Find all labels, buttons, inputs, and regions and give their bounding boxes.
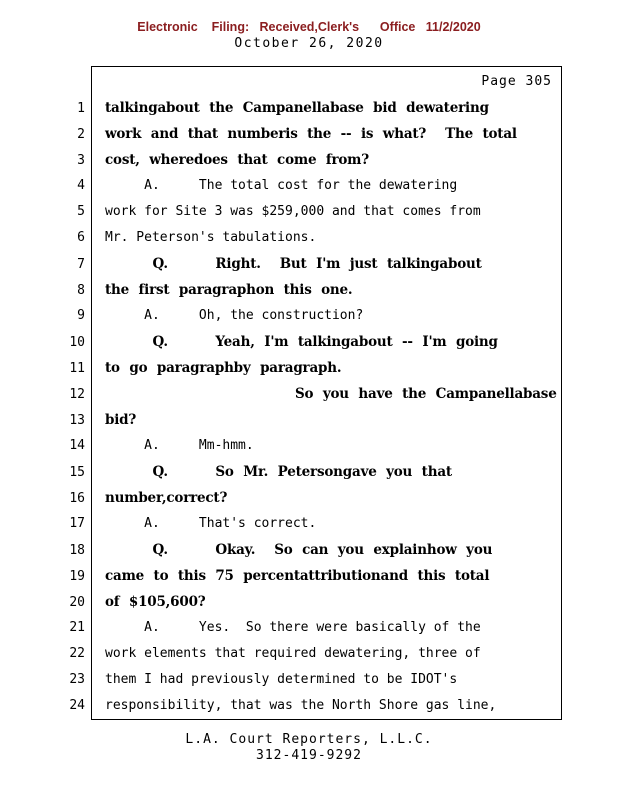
line-number: 23 xyxy=(69,672,85,687)
line-number: 4 xyxy=(77,178,85,193)
transcript-line: 1 talkingabout the Campanellabase bid de… xyxy=(55,95,560,121)
line-number: 11 xyxy=(69,361,85,376)
transcript-line: 12 So you have the Campanellabase xyxy=(55,381,560,407)
line-text: number,correct? xyxy=(105,490,228,506)
line-number: 8 xyxy=(77,283,85,298)
transcript-line: 21 A. Yes. So there were basically of th… xyxy=(55,615,560,641)
line-text: A. That's correct. xyxy=(105,516,317,531)
line-text: talkingabout the Campanellabase bid dewa… xyxy=(105,100,489,116)
line-number: 13 xyxy=(69,413,85,428)
transcript-line: 2 work and that numberis the -- is what?… xyxy=(55,121,560,147)
line-number: 22 xyxy=(69,646,85,661)
deposition-date: October 26, 2020 xyxy=(234,36,384,51)
line-text: A. Oh, the construction? xyxy=(105,308,364,323)
court-reporter-name: L.A. Court Reporters, L.L.C. xyxy=(185,732,433,747)
line-text: work for Site 3 was $259,000 and that co… xyxy=(105,204,481,219)
line-text: of $105,600? xyxy=(105,594,206,610)
transcript-line: 23 them I had previously determined to b… xyxy=(55,667,560,693)
transcript-line: 18 Q. Okay. So can you explainhow you xyxy=(55,537,560,563)
line-number: 15 xyxy=(69,465,85,480)
transcript-line: 24 responsibility, that was the North Sh… xyxy=(55,693,560,719)
line-number: 20 xyxy=(69,595,85,610)
line-text: Q. Right. But I'm just talkingabout xyxy=(105,256,482,272)
line-number: 16 xyxy=(69,491,85,506)
transcript-line: 6 Mr. Peterson's tabulations. xyxy=(55,225,560,251)
court-reporter-phone: 312-419-9292 xyxy=(256,748,362,763)
line-text: to go paragraphby paragraph. xyxy=(105,360,342,376)
line-number: 10 xyxy=(69,335,85,350)
line-text: cost, wheredoes that come from? xyxy=(105,152,369,168)
line-text: Mr. Peterson's tabulations. xyxy=(105,230,317,245)
line-text: So you have the Campanellabase xyxy=(105,386,557,402)
line-number: 1 xyxy=(77,101,85,116)
transcript-line: 7 Q. Right. But I'm just talkingabout xyxy=(55,251,560,277)
line-text: A. The total cost for the dewatering xyxy=(105,178,458,193)
line-number: 5 xyxy=(77,204,85,219)
line-text: the first paragraphon this one. xyxy=(105,282,353,298)
line-number: 21 xyxy=(69,620,85,635)
line-text: bid? xyxy=(105,412,137,428)
transcript-line: 4 A. The total cost for the dewatering xyxy=(55,173,560,199)
transcript-page-box: Page 305 xyxy=(91,66,562,720)
transcript-line: 15 Q. So Mr. Petersongave you that xyxy=(55,459,560,485)
line-number: 14 xyxy=(69,438,85,453)
line-number: 7 xyxy=(77,257,85,272)
transcript-line: 10 Q. Yeah, I'm talkingabout -- I'm goin… xyxy=(55,329,560,355)
transcript-line: 14 A. Mm-hmm. xyxy=(55,433,560,459)
transcript-line: 17 A. That's correct. xyxy=(55,511,560,537)
line-text: responsibility, that was the North Shore… xyxy=(105,698,497,713)
filing-stamp: Electronic Filing: Received,Clerk's Offi… xyxy=(137,20,481,34)
line-text: A. Yes. So there were basically of the xyxy=(105,620,481,635)
line-number: 12 xyxy=(69,387,85,402)
line-number: 3 xyxy=(77,153,85,168)
line-number: 9 xyxy=(77,308,85,323)
line-text: came to this 75 percentattributionand th… xyxy=(105,568,490,584)
transcript-line: 13 bid? xyxy=(55,407,560,433)
transcript-line: 3 cost, wheredoes that come from? xyxy=(55,147,560,173)
line-number: 2 xyxy=(77,127,85,142)
transcript-line: 22 work elements that required dewaterin… xyxy=(55,641,560,667)
line-number: 24 xyxy=(69,698,85,713)
line-number: 17 xyxy=(69,516,85,531)
line-text: Q. So Mr. Petersongave you that xyxy=(105,464,452,480)
transcript-line: 20 of $105,600? xyxy=(55,589,560,615)
transcript-line: 8 the first paragraphon this one. xyxy=(55,277,560,303)
transcript-line: 19 came to this 75 percentattributionand… xyxy=(55,563,560,589)
line-text: Q. Okay. So can you explainhow you xyxy=(105,542,493,558)
transcript-line: 11 to go paragraphby paragraph. xyxy=(55,355,560,381)
line-number: 19 xyxy=(69,569,85,584)
line-number: 18 xyxy=(69,543,85,558)
page-number-label: Page 305 xyxy=(481,74,552,89)
transcript-lines: 1 talkingabout the Campanellabase bid de… xyxy=(55,95,560,719)
line-number: 6 xyxy=(77,230,85,245)
line-text: them I had previously determined to be I… xyxy=(105,672,458,687)
transcript-line: 9 A. Oh, the construction? xyxy=(55,303,560,329)
line-text: A. Mm-hmm. xyxy=(105,438,254,453)
transcript-line: 16 number,correct? xyxy=(55,485,560,511)
transcript-line: 5 work for Site 3 was $259,000 and that … xyxy=(55,199,560,225)
line-text: work and that numberis the -- is what? T… xyxy=(105,126,517,142)
line-text: work elements that required dewatering, … xyxy=(105,646,481,661)
line-text: Q. Yeah, I'm talkingabout -- I'm going xyxy=(105,334,498,350)
